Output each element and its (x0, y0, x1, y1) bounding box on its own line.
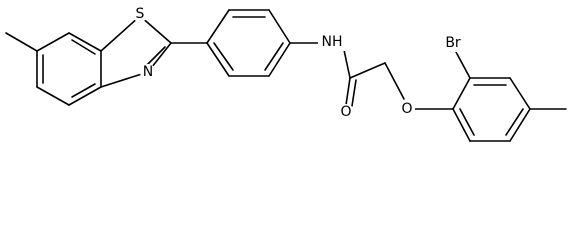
label-bromine: Br (439, 34, 467, 52)
carbonyl-double-bond-a (345, 77, 351, 106)
label-carbonyl-oxygen: O (338, 104, 354, 120)
bromine-label: Br (445, 35, 461, 51)
thiazole-ring (100, 15, 172, 88)
label-thiazole-nitrogen: N (140, 64, 156, 80)
molecule-structure: S N NH O O Br (5, 6, 567, 142)
nh-carbonyl-bond (343, 49, 351, 79)
thiazole-nitrogen-label: N (143, 64, 153, 80)
sulfur-atom-label: S (136, 6, 145, 22)
label-amide-nitrogen: NH (318, 33, 346, 51)
label-sulfur: S (132, 6, 148, 22)
carbonyl-double-bond-b (351, 79, 357, 107)
bromotolyl-ring (452, 77, 531, 142)
bromine-bond (455, 51, 471, 79)
ch2-oxygen-bond (384, 62, 405, 100)
carbonyl-ch2-bond (349, 62, 386, 79)
methyl-bond-left (5, 32, 38, 52)
amide-nitrogen-label: NH (322, 34, 343, 50)
label-ether-oxygen: O (399, 101, 415, 117)
benzothiazole-benzene-ring (36, 32, 102, 106)
carbonyl-oxygen-label: O (340, 104, 351, 120)
central-phenyl-ring (206, 9, 291, 77)
ether-oxygen-label: O (401, 101, 412, 117)
